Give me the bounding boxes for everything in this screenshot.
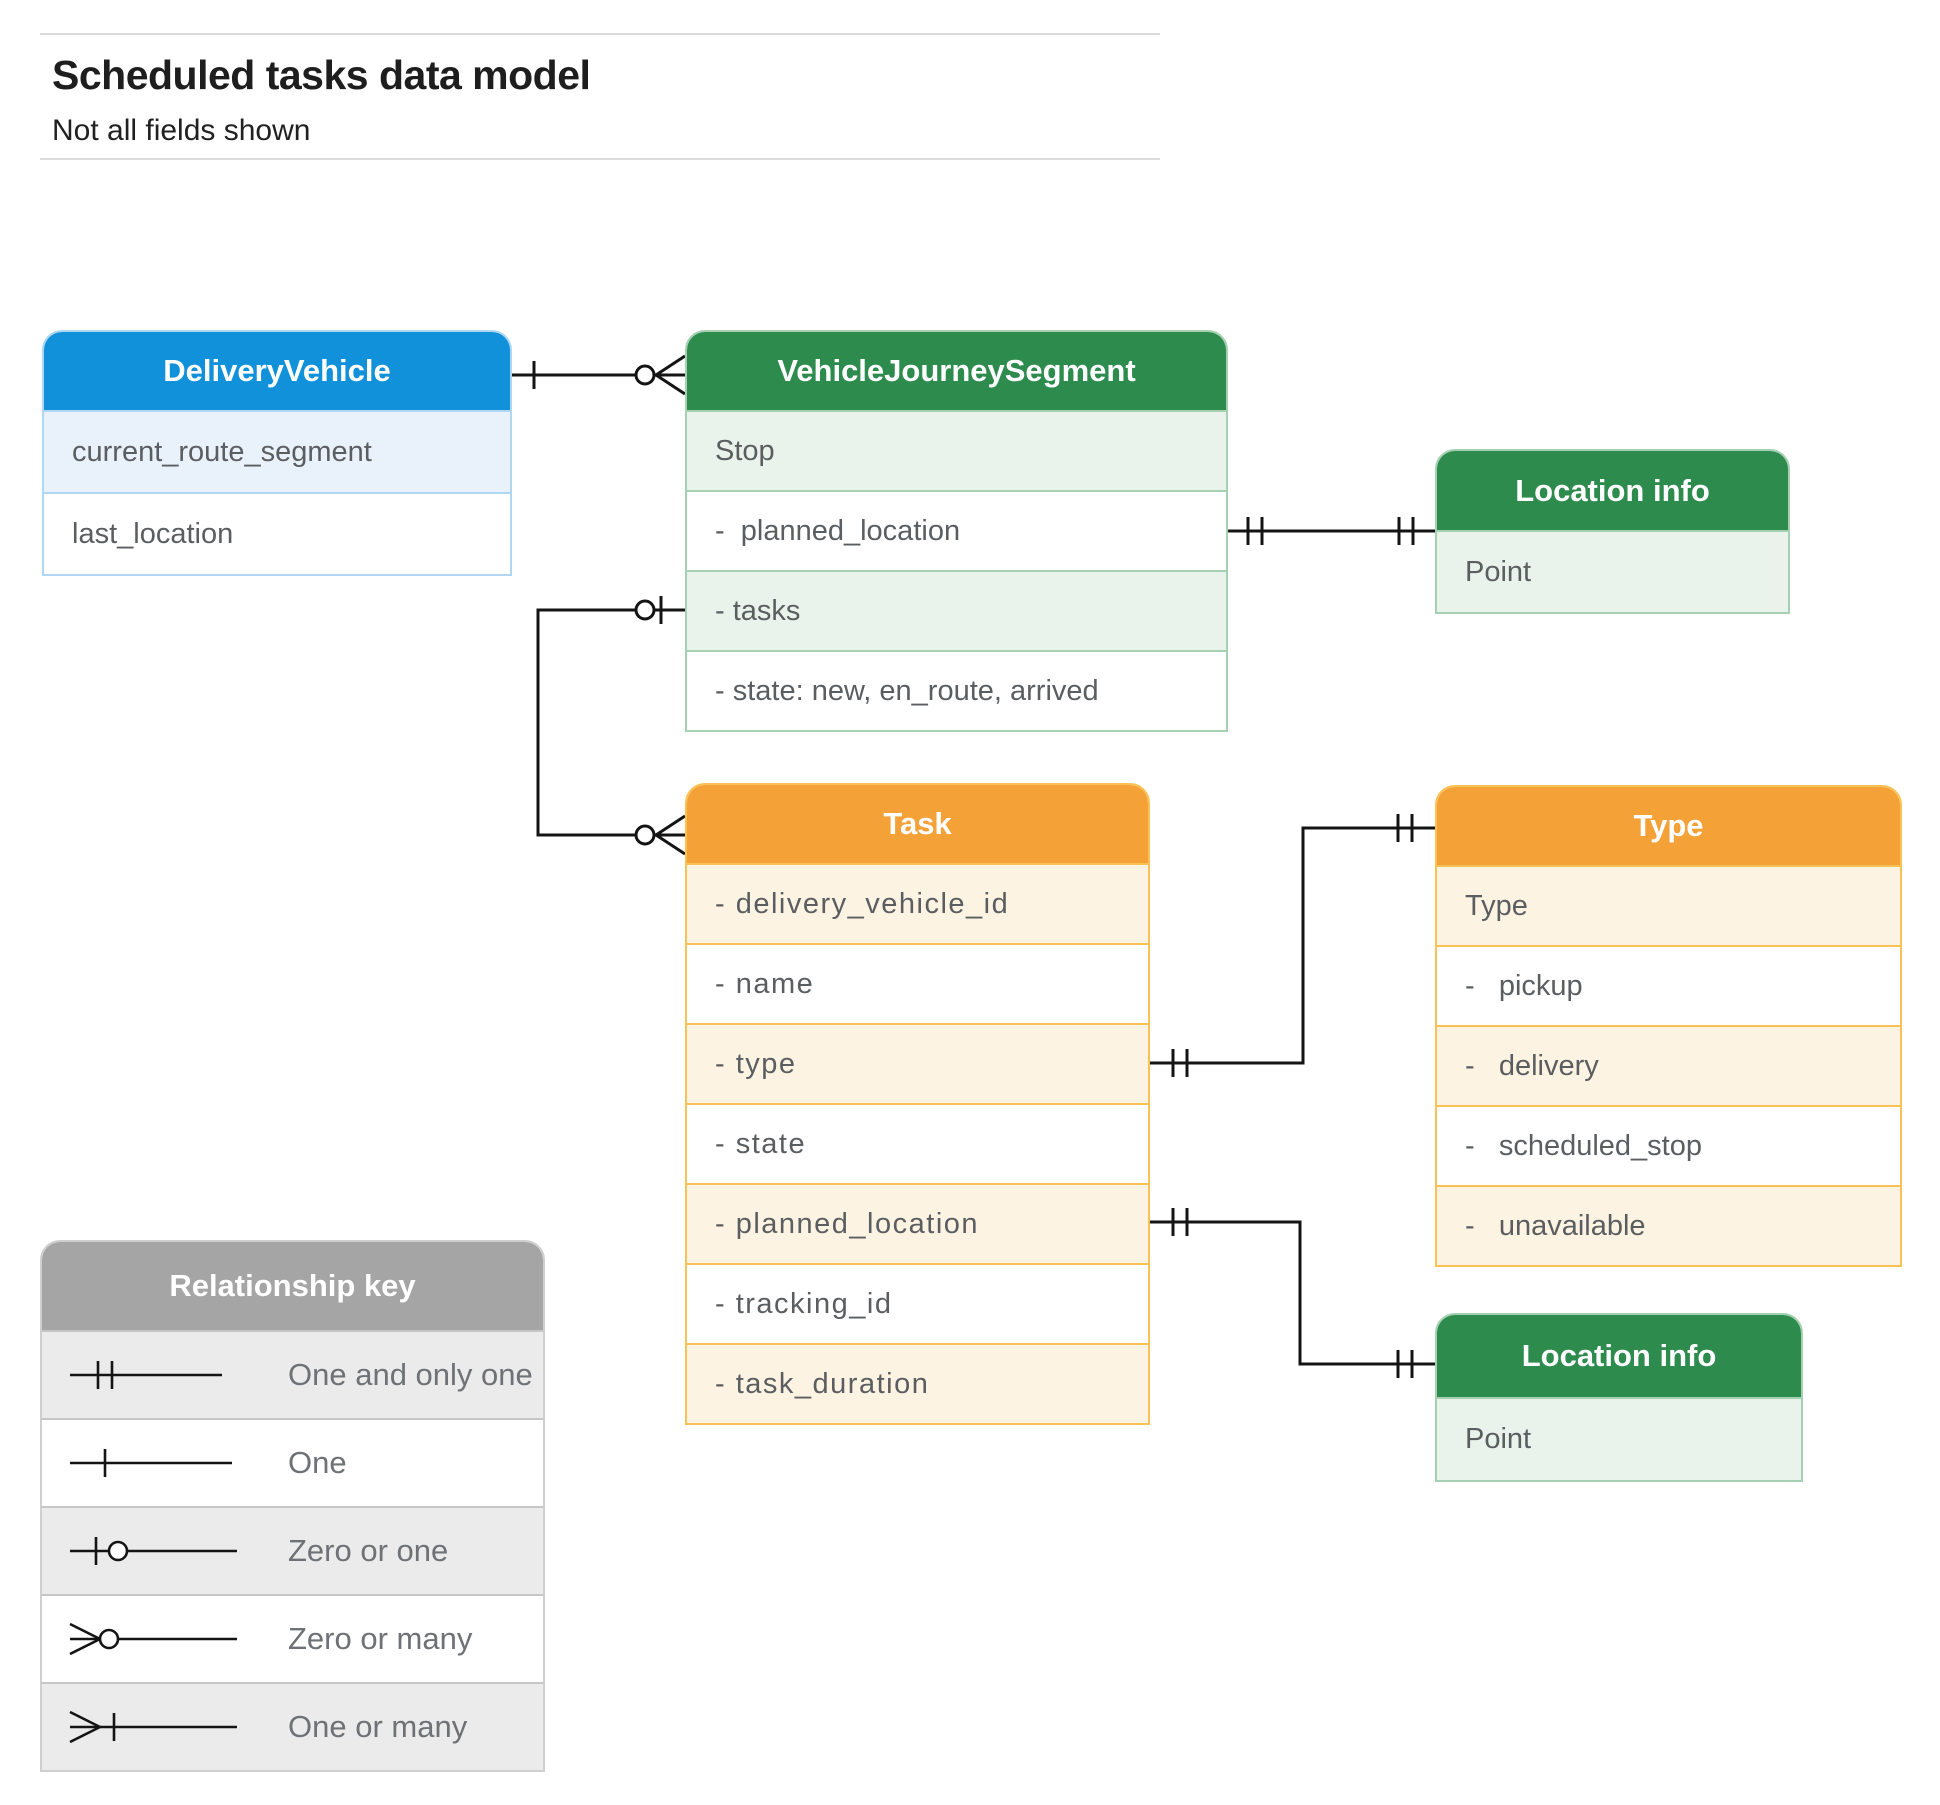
legend-row-one: One [42, 1418, 543, 1506]
field-planned-location: - planned_location [687, 490, 1226, 570]
legend-label: Zero or one [288, 1533, 449, 1568]
legend-label: Zero or many [288, 1621, 473, 1656]
field-pickup: - pickup [1437, 945, 1900, 1025]
entity-vehicle-journey-segment: VehicleJourneySegment Stop - planned_loc… [685, 330, 1228, 732]
entity-location-info-top-title: Location info [1437, 451, 1788, 530]
entity-vehicle-journey-segment-title: VehicleJourneySegment [687, 332, 1226, 410]
entity-location-info-bottom-title: Location info [1437, 1315, 1801, 1397]
relationship-key-title: Relationship key [42, 1242, 543, 1330]
field-tasks: - tasks [687, 570, 1226, 650]
legend-row-zero-or-one: Zero or one [42, 1506, 543, 1594]
legend-row-zero-or-many: Zero or many [42, 1594, 543, 1682]
field-state: - state: new, en_route, arrived [687, 650, 1226, 730]
relationship-vjs-task [536, 596, 686, 856]
entity-task-title: Task [687, 785, 1148, 863]
relationship-key: Relationship key One and only one One Ze… [40, 1240, 545, 1772]
field-scheduled-stop: - scheduled_stop [1437, 1105, 1900, 1185]
field-point-bottom: Point [1437, 1397, 1801, 1480]
entity-location-info-top: Location info Point [1435, 449, 1790, 614]
field-task-state: - state [687, 1103, 1148, 1183]
entity-delivery-vehicle: DeliveryVehicle current_route_segment la… [42, 330, 512, 576]
relationship-task-locationinfo [1150, 1208, 1435, 1378]
zero-or-many-icon [69, 1622, 237, 1656]
entity-type-title: Type [1437, 787, 1900, 865]
subtitle-rule [40, 158, 1160, 160]
legend-label: One or many [288, 1709, 468, 1744]
field-point: Point [1437, 530, 1788, 612]
one-icon [70, 1449, 232, 1477]
one-or-many-icon [69, 1710, 237, 1744]
field-name: - name [687, 943, 1148, 1023]
field-type-type: Type [1437, 865, 1900, 945]
field-tracking-id: - tracking_id [687, 1263, 1148, 1343]
top-rule [40, 33, 1160, 35]
relationship-deliveryvehicle-vehiclejourneysegment [512, 354, 686, 396]
page-subtitle: Not all fields shown [52, 114, 311, 147]
field-delivery: - delivery [1437, 1025, 1900, 1105]
legend-row-one-and-only-one: One and only one [42, 1330, 543, 1418]
zero-or-one-icon [70, 1537, 237, 1565]
one-and-only-one-icon [70, 1361, 222, 1389]
entity-location-info-bottom: Location info Point [1435, 1313, 1803, 1482]
field-last-location: last_location [44, 492, 510, 574]
field-task-duration: - task_duration [687, 1343, 1148, 1423]
entity-type: Type Type - pickup - delivery - schedule… [1435, 785, 1902, 1267]
field-stop: Stop [687, 410, 1226, 490]
field-task-planned-location: - planned_location [687, 1183, 1148, 1263]
entity-delivery-vehicle-title: DeliveryVehicle [44, 332, 510, 410]
page-title: Scheduled tasks data model [52, 52, 591, 98]
field-type: - type [687, 1023, 1148, 1103]
legend-label: One [288, 1445, 347, 1480]
relationship-task-type [1150, 814, 1435, 1077]
legend-label: One and only one [288, 1357, 533, 1392]
field-current-route-segment: current_route_segment [44, 410, 510, 492]
relationship-vjs-locationinfo [1228, 517, 1435, 545]
entity-task: Task - delivery_vehicle_id - name - type… [685, 783, 1150, 1425]
field-delivery-vehicle-id: - delivery_vehicle_id [687, 863, 1148, 943]
field-unavailable: - unavailable [1437, 1185, 1900, 1265]
legend-row-one-or-many: One or many [42, 1682, 543, 1770]
